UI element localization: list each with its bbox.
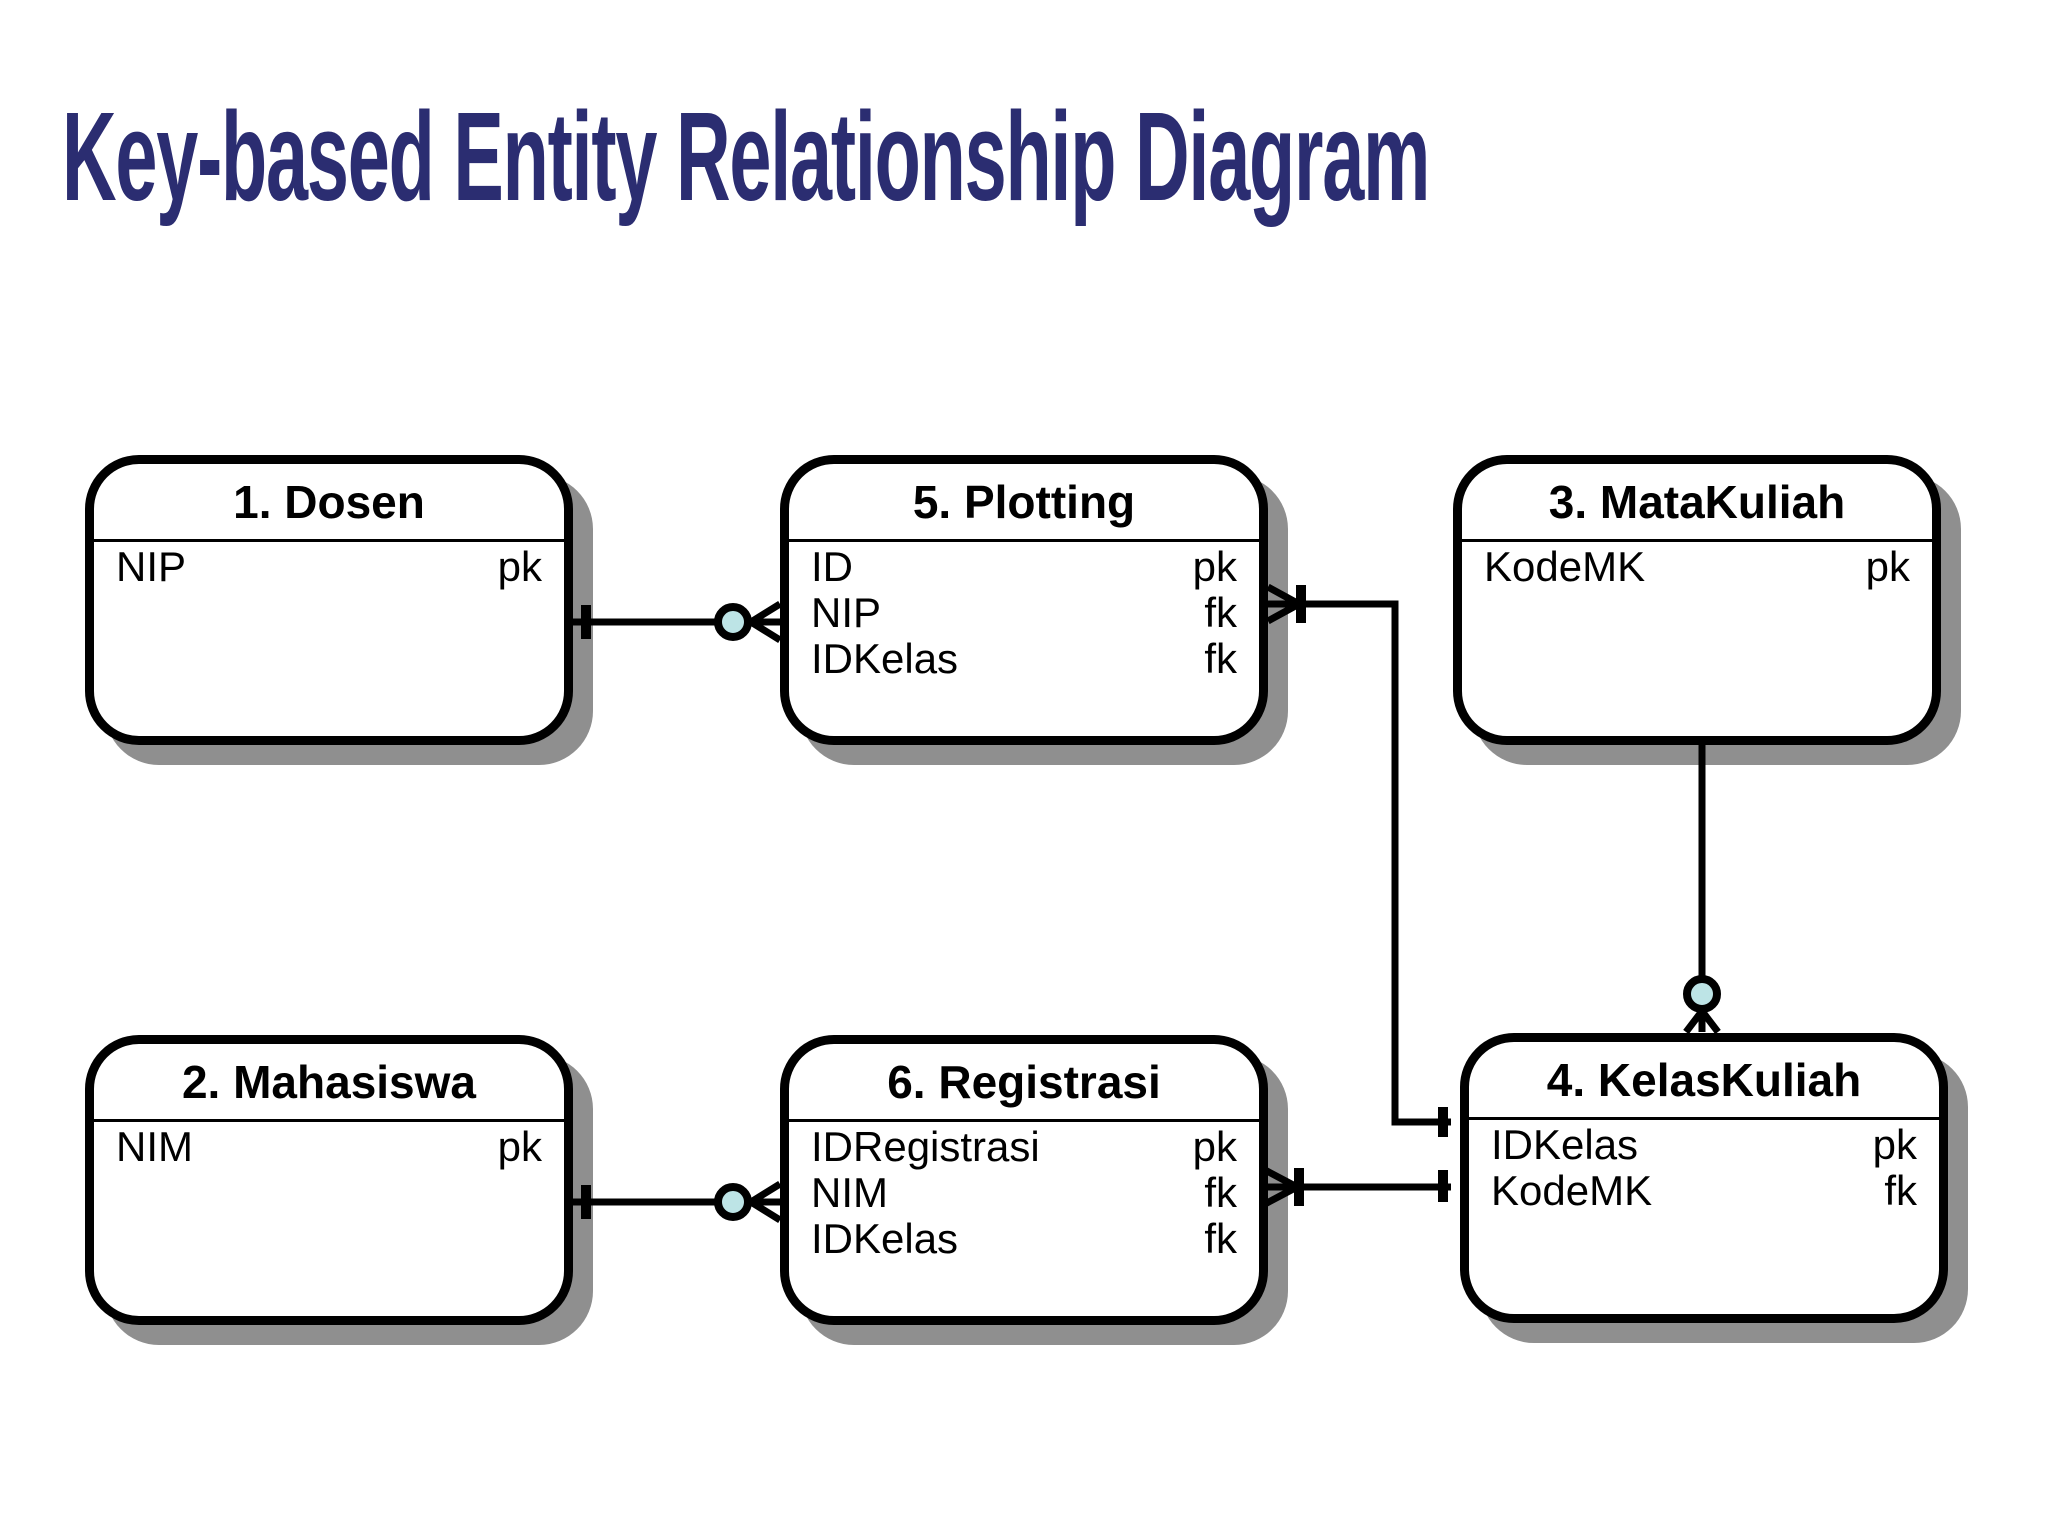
entity-dosen: 1. Dosen NIP pk: [85, 455, 573, 745]
attribute-key: pk: [1192, 1123, 1237, 1170]
entity-registrasi-attributes: IDRegistrasi pk NIM fk IDKelas fk: [789, 1122, 1259, 1262]
attribute-key: fk: [1884, 1167, 1917, 1214]
crow-foot-icon: [1263, 1166, 1299, 1208]
attribute-key: pk: [1192, 543, 1237, 590]
attribute-row: KodeMK pk: [1462, 544, 1932, 590]
attribute-name: ID: [811, 543, 853, 590]
attribute-name: IDKelas: [1491, 1121, 1639, 1168]
rel-registrasi-kelaskuliah: [1263, 1166, 1451, 1208]
attribute-key: pk: [497, 543, 542, 590]
attribute-key: fk: [1204, 635, 1237, 682]
attribute-row: NIM pk: [94, 1124, 564, 1170]
entity-plotting-title: 5. Plotting: [789, 464, 1259, 542]
page-title: Key-based Entity Relationship Diagram: [62, 86, 1430, 227]
attribute-name: KodeMK: [1491, 1167, 1653, 1214]
attribute-name: NIP: [811, 589, 882, 636]
crow-foot-icon: [749, 601, 782, 643]
entity-dosen-attributes: NIP pk: [94, 542, 564, 590]
entity-kelaskuliah-title: 4. KelasKuliah: [1469, 1042, 1939, 1120]
attribute-key: fk: [1204, 1169, 1237, 1216]
crow-foot-icon: [749, 1181, 782, 1223]
attribute-row: IDKelas pk: [1469, 1122, 1939, 1168]
rel-matakuliah-kelaskuliah: [1683, 743, 1721, 1035]
attribute-name: IDRegistrasi: [811, 1123, 1040, 1170]
relationship-line: [1299, 600, 1451, 1126]
attribute-key: fk: [1204, 589, 1237, 636]
entity-mahasiswa-attributes: NIM pk: [94, 1122, 564, 1170]
attribute-row: KodeMK fk: [1469, 1168, 1939, 1214]
attribute-key: pk: [497, 1123, 542, 1170]
entity-plotting-attributes: ID pk NIP fk IDKelas fk: [789, 542, 1259, 682]
rel-mahasiswa-registrasi: [573, 1181, 782, 1223]
entity-kelaskuliah: 4. KelasKuliah IDKelas pk KodeMK fk: [1460, 1033, 1948, 1323]
attribute-name: NIP: [116, 543, 187, 590]
crow-foot-icon: [1683, 1008, 1721, 1035]
entity-registrasi: 6. Registrasi IDRegistrasi pk NIM fk IDK…: [780, 1035, 1268, 1325]
attribute-row: ID pk: [789, 544, 1259, 590]
entity-kelaskuliah-attributes: IDKelas pk KodeMK fk: [1469, 1120, 1939, 1214]
entity-matakuliah-title: 3. MataKuliah: [1462, 464, 1932, 542]
zero-circle-icon: [714, 1183, 752, 1221]
entity-plotting: 5. Plotting ID pk NIP fk IDKelas fk: [780, 455, 1268, 745]
attribute-row: IDKelas fk: [789, 636, 1259, 682]
attribute-name: KodeMK: [1484, 543, 1646, 590]
attribute-row: IDKelas fk: [789, 1216, 1259, 1262]
zero-circle-icon: [714, 603, 752, 641]
attribute-row: NIP fk: [789, 590, 1259, 636]
entity-mahasiswa: 2. Mahasiswa NIM pk: [85, 1035, 573, 1325]
attribute-name: IDKelas: [811, 1215, 959, 1262]
attribute-row: NIM fk: [789, 1170, 1259, 1216]
attribute-row: IDRegistrasi pk: [789, 1124, 1259, 1170]
entity-dosen-title: 1. Dosen: [94, 464, 564, 542]
attribute-row: NIP pk: [94, 544, 564, 590]
entity-matakuliah: 3. MataKuliah KodeMK pk: [1453, 455, 1941, 745]
rel-dosen-plotting: [573, 601, 782, 643]
rel-plotting-kelaskuliah: [1266, 583, 1451, 1137]
entity-registrasi-title: 6. Registrasi: [789, 1044, 1259, 1122]
attribute-name: IDKelas: [811, 635, 959, 682]
crow-foot-icon: [1266, 583, 1301, 625]
zero-circle-icon: [1683, 975, 1721, 1013]
attribute-name: NIM: [811, 1169, 888, 1216]
attribute-key: pk: [1872, 1121, 1917, 1168]
attribute-key: fk: [1204, 1215, 1237, 1262]
entity-mahasiswa-title: 2. Mahasiswa: [94, 1044, 564, 1122]
attribute-name: NIM: [116, 1123, 193, 1170]
attribute-key: pk: [1865, 543, 1910, 590]
entity-matakuliah-attributes: KodeMK pk: [1462, 542, 1932, 590]
